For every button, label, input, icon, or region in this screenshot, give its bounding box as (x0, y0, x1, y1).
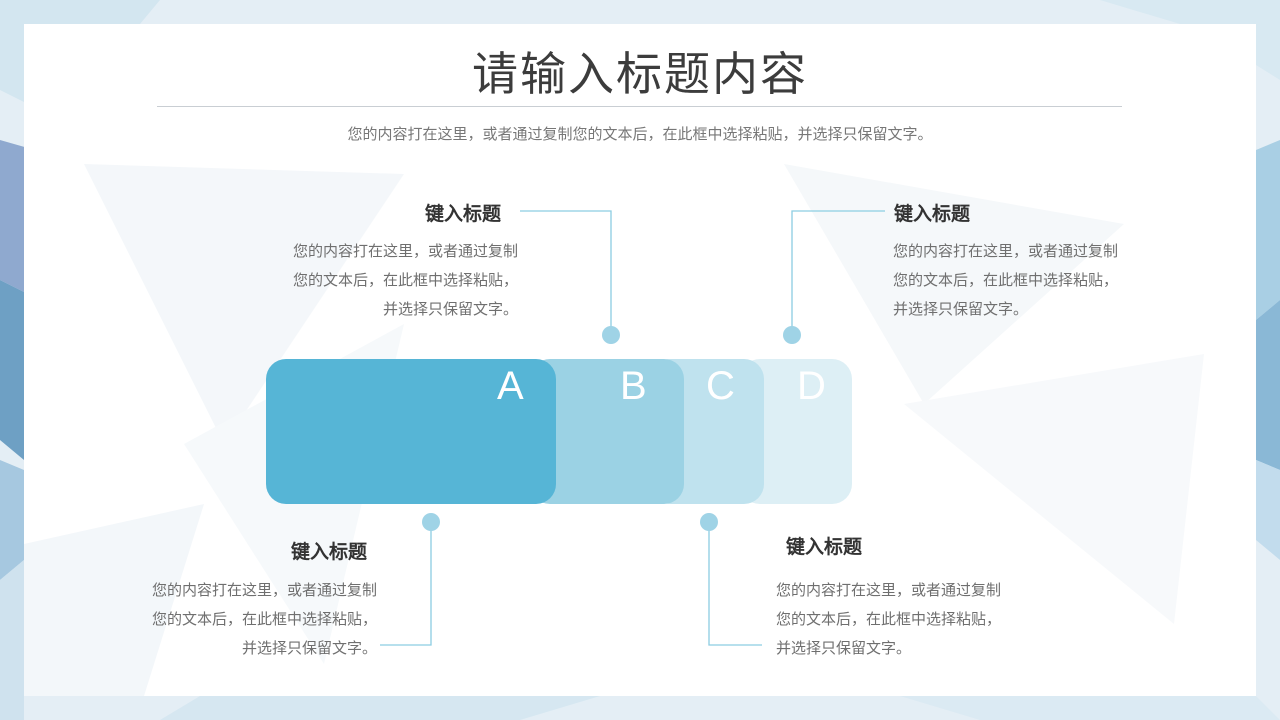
segment-a-label: A (497, 364, 524, 408)
callout-top-left-body: 您的内容打在这里，或者通过复制 您的文本后，在此框中选择粘贴， 并选择只保留文字… (293, 237, 518, 324)
callout-bottom-right-heading: 键入标题 (786, 536, 863, 558)
callout-top-right-line-2: 您的文本后，在此框中选择粘贴， (893, 271, 1119, 289)
page-title: 请输入标题内容 (472, 47, 808, 101)
callout-top-left-line-2: 您的文本后，在此框中选择粘贴， (292, 271, 518, 289)
callout-bottom-left-line-3: 并选择只保留文字。 (241, 639, 377, 657)
page-subtitle: 您的内容打在这里，或者通过复制您的文本后，在此框中选择粘贴，并选择只保留文字。 (347, 125, 933, 143)
callout-bottom-left-line-2: 您的文本后，在此框中选择粘贴， (151, 610, 377, 628)
callout-top-right-line-3: 并选择只保留文字。 (893, 300, 1029, 318)
callout-top-right-line-1: 您的内容打在这里，或者通过复制 (893, 242, 1119, 260)
callout-bottom-right-line-1: 您的内容打在这里，或者通过复制 (776, 581, 1002, 599)
callout-bottom-left-body: 您的内容打在这里，或者通过复制 您的文本后，在此框中选择粘贴， 并选择只保留文字… (152, 576, 377, 663)
callout-bottom-right-line-2: 您的文本后，在此框中选择粘贴， (776, 610, 1002, 628)
segment-a (266, 359, 556, 504)
callout-top-left-line-1: 您的内容打在这里，或者通过复制 (292, 242, 518, 260)
callout-bottom-right-body: 您的内容打在这里，或者通过复制 您的文本后，在此框中选择粘贴， 并选择只保留文字… (776, 576, 1001, 663)
connector-line-bottom-left (380, 522, 432, 646)
connector-line-bottom-right (708, 522, 762, 646)
callout-top-left-line-3: 并选择只保留文字。 (382, 300, 518, 318)
connector-line-top-left (520, 210, 612, 335)
callout-top-left-heading: 键入标题 (425, 203, 502, 225)
connector-dot-bottom-left (422, 513, 440, 531)
connector-line-top-right (791, 210, 885, 335)
segment-d-label: D (797, 364, 826, 408)
segment-c-label: C (706, 364, 735, 408)
connector-dot-top-right (783, 326, 801, 344)
callout-top-right-body: 您的内容打在这里，或者通过复制 您的文本后，在此框中选择粘贴， 并选择只保留文字… (893, 237, 1118, 324)
title-divider (157, 106, 1122, 107)
segment-b-label: B (620, 364, 647, 408)
connector-dot-top-left (602, 326, 620, 344)
connector-dot-bottom-right (700, 513, 718, 531)
callout-bottom-left-heading: 键入标题 (291, 541, 368, 563)
callout-bottom-right-line-3: 并选择只保留文字。 (776, 639, 912, 657)
callout-bottom-left-line-1: 您的内容打在这里，或者通过复制 (151, 581, 377, 599)
callout-top-right-heading: 键入标题 (894, 203, 971, 225)
